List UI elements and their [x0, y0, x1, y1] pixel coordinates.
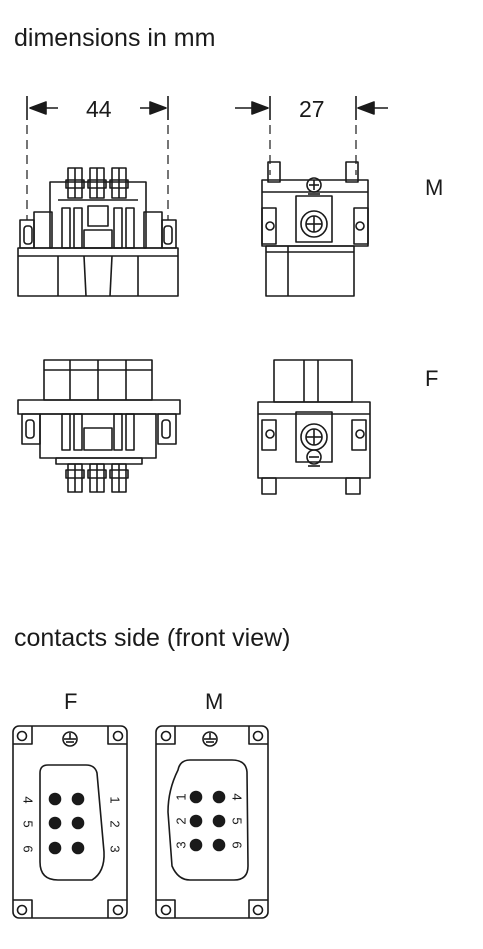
female-contact-number-4: 4	[21, 796, 36, 803]
male-contact-face	[155, 725, 269, 919]
female-front-view	[17, 359, 181, 493]
female-contact-number-6: 6	[21, 845, 36, 852]
dimension-width-arrows	[26, 96, 169, 220]
female-contact-number-2: 2	[108, 820, 123, 827]
variant-male-label: M	[425, 175, 444, 200]
male-contact-number-5: 5	[230, 817, 245, 824]
male-contact-number-3: 3	[173, 841, 188, 848]
dimension-width-label: 44	[86, 96, 112, 122]
face-female-label: F	[64, 689, 78, 714]
female-contact-number-1: 1	[108, 796, 123, 803]
male-front-view	[17, 167, 179, 297]
heading-contacts: contacts side (front view)	[14, 624, 291, 652]
heading-dimensions: dimensions in mm	[14, 24, 216, 52]
female-side-view	[257, 359, 371, 495]
male-contact-number-4: 4	[230, 793, 245, 800]
male-contact-number-2: 2	[173, 817, 188, 824]
dimension-depth-arrows	[235, 96, 388, 175]
female-contact-face	[12, 725, 128, 919]
face-male-label: M	[205, 689, 224, 714]
female-contact-number-3: 3	[108, 845, 123, 852]
female-contact-number-5: 5	[21, 820, 36, 827]
dimension-depth-label: 27	[299, 96, 325, 122]
male-side-view	[261, 161, 369, 297]
variant-female-label: F	[425, 366, 439, 391]
male-contact-number-1: 1	[173, 793, 188, 800]
male-contact-number-6: 6	[230, 841, 245, 848]
